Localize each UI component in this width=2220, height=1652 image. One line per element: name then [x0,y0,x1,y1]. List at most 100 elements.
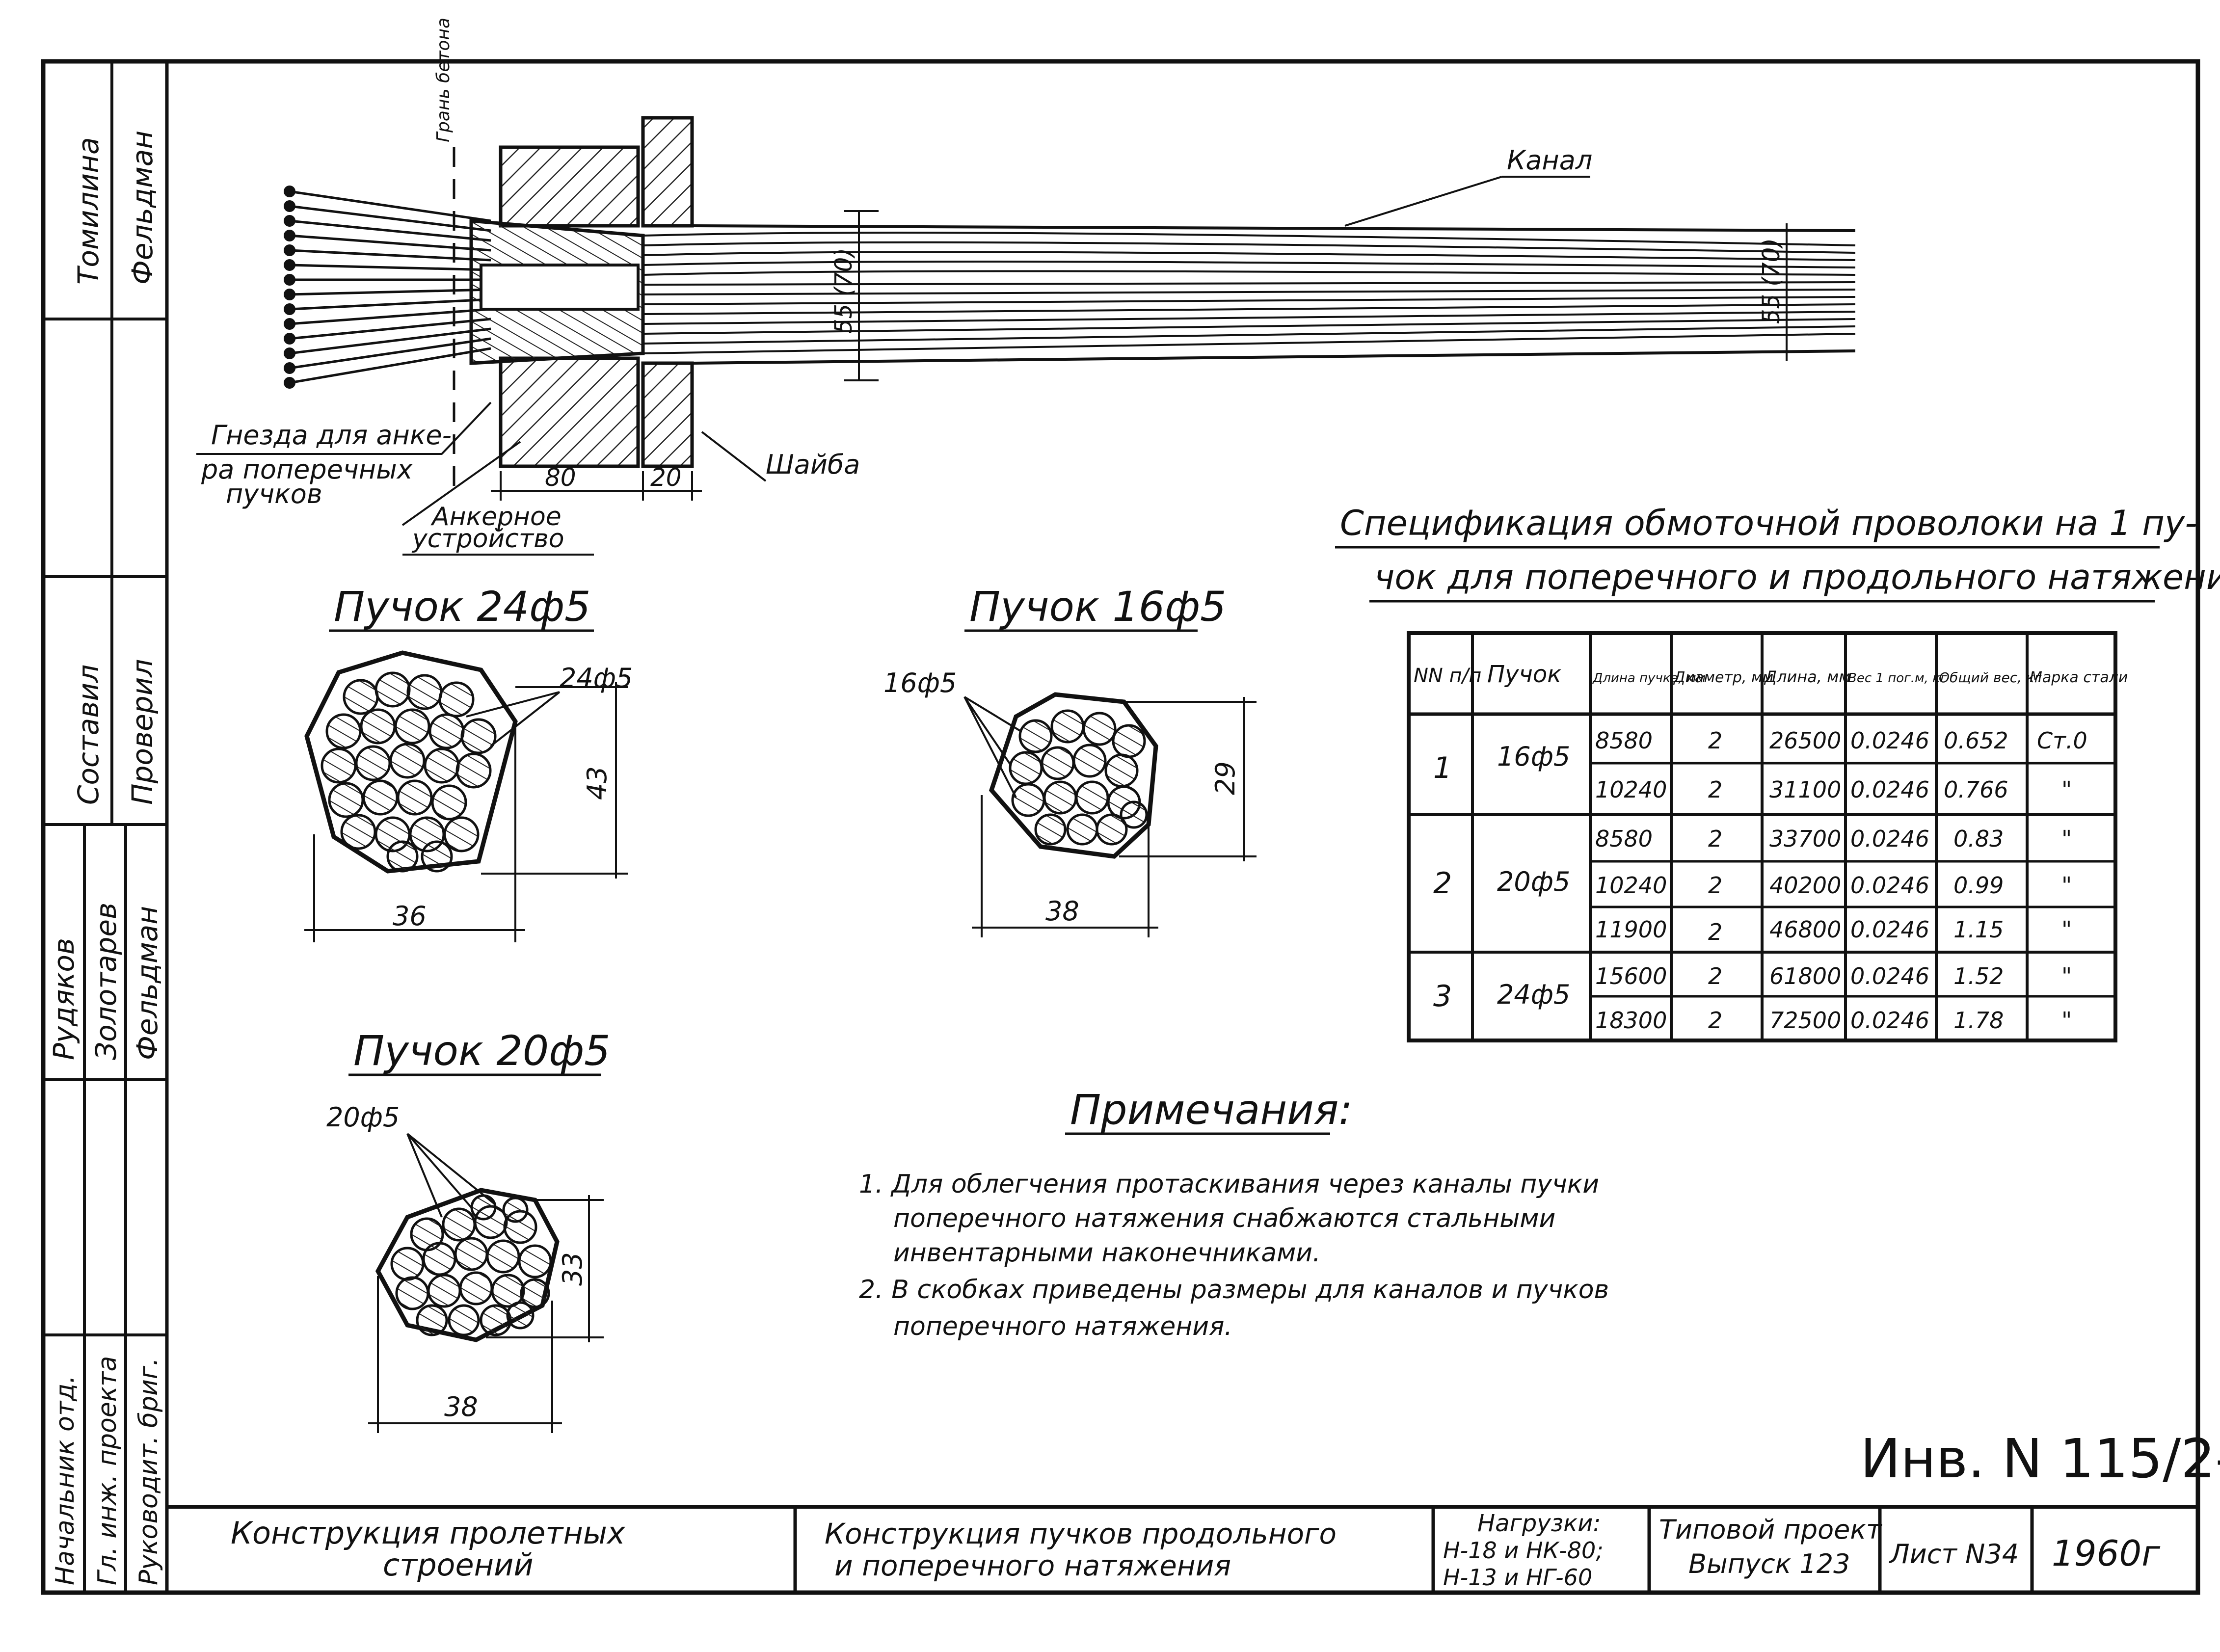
spec-header-weight-per-m: Вес 1 пог.м, кг [1848,671,1947,686]
stamp-role-composed: Составил [72,665,105,805]
label-sockets-2: ра поперечных [201,454,413,485]
cell: 0.0246 [1850,727,1929,754]
spec-header-bundle: Пучок [1487,661,1561,688]
cell: 0.0246 [1850,826,1929,852]
bundle-20-leader-3 [406,1133,497,1206]
label-channel: Канал [1507,145,1592,176]
bundle-20-section: Пучок 20ф5 20ф5 33 38 [326,1027,610,1433]
cell: 15600 [1595,963,1667,989]
spec-group-1-num: 1 [1433,751,1452,785]
dimension-55-left [844,210,879,381]
cell: 18300 [1595,1007,1667,1034]
spec-header-length: Длина, мм [1764,667,1850,686]
bundle-24-leader-2 [490,691,561,747]
bundle-20-height: 33 [557,1252,588,1286]
cell: 31100 [1769,776,1841,803]
bundle-24-dimensions [304,682,628,942]
title-c2-line1: Конструкция пучков продольного [825,1517,1337,1550]
bundle-24-wires [321,671,497,873]
spec-group-3-num: 3 [1433,979,1452,1013]
cell: 8580 [1595,727,1653,754]
notes-section: Примечания: 1. Для облегчения протаскива… [859,1086,1609,1341]
cell: " [2061,1007,2072,1034]
stamp-name-rudyakov: Рудяков [47,938,80,1060]
bundle-16-section: Пучок 16ф5 16ф5 29 38 [883,583,1257,937]
spec-title-line1: Спецификация обмоточной проволоки на 1 п… [1340,503,2197,543]
cell: 2 [1708,1007,1722,1034]
table-row: 15600 2 61800 0.0246 1.52 " [1595,963,2072,989]
cell: 10240 [1595,776,1667,803]
channel-wall-top [692,224,1856,232]
bundle-16-callout: 16ф5 [883,667,957,698]
cell: 2 [1708,826,1722,852]
spec-header-total-weight: Общий вес, кг [1939,669,2042,686]
bundle-24-leader-1 [466,691,560,718]
bundle-16-height: 29 [1210,761,1241,795]
wire-ends [284,186,295,389]
table-row: 10240 2 40200 0.0246 0.99 " [1595,872,2072,899]
title-c1-line2: строений [383,1547,534,1583]
bundle-16-title: Пучок 16ф5 [969,583,1226,631]
spec-group-3-bundle: 24ф5 [1497,979,1570,1010]
title-year: 1960г [2052,1533,2161,1574]
cell: 1.52 [1953,963,2004,989]
cell: 2 [1708,776,1722,803]
bundle-20-wires [390,1194,552,1336]
dim-80: 80 [545,463,576,492]
spec-header-diameter: Диаметр, мм [1673,669,1773,686]
table-row: 10240 2 31100 0.0246 0.766 " [1595,776,2072,803]
bundle-16-dimensions [972,697,1257,937]
cell: 2 [1708,919,1722,945]
stamp-name-tomilina: Томилина [72,137,105,285]
title-c1-line1: Конструкция пролетных [231,1515,626,1551]
spec-header-steel-grade: Марка стали [2030,669,2128,686]
table-row: 8580 2 33700 0.0246 0.83 " [1595,826,2072,852]
spec-title-line2: чок для поперечного и продольного натяже… [1374,557,2220,597]
stamp-role-head-dept: Начальник отд. [51,1375,80,1585]
leader-channel [1344,176,1502,227]
cell: 1.78 [1953,1007,2004,1034]
title-block [167,1505,2198,1593]
label-washer: Шайба [766,449,860,480]
notes-title: Примечания: [1070,1086,1353,1134]
washer-top [641,116,694,228]
bundle-16-leader-1 [963,696,1022,732]
cell: 0.652 [1944,727,2008,754]
label-sockets-3: пучков [226,479,322,509]
stamp-role-brigade-lead: Руководит. бриг. [134,1358,163,1585]
cell: 2 [1708,872,1722,899]
spec-table-grid [1407,631,2117,1042]
title-c2-line2: и поперечного натяжения [834,1549,1231,1582]
title-c4-line2: Выпуск 123 [1688,1548,1850,1579]
channel-wires [642,232,1856,354]
leader-device [401,441,521,526]
bundle-16-leader-3 [963,696,1017,798]
bundle-24-width: 36 [393,901,427,932]
cell: 33700 [1769,826,1841,852]
stamp-name-feldman-2: Фельдман [131,906,164,1060]
note-2-line-1: 2. В скобках приведены размеры для канал… [859,1275,1609,1305]
bundle-24-title: Пучок 24ф5 [334,583,590,631]
cell: 26500 [1769,727,1841,754]
wire-fan [289,190,491,384]
bundle-24-callout: 24ф5 [560,663,633,693]
cell: " [2061,963,2072,989]
cell: 0.0246 [1850,916,1929,943]
anchor-block-top [499,145,640,228]
spec-section: Спецификация обмоточной проволоки на 1 п… [1335,503,2220,1042]
spec-group-1-bundle: 16ф5 [1497,741,1570,772]
bundle-16-leader-2 [963,696,1012,767]
cell: 40200 [1769,872,1841,899]
bundle-24-section: Пучок 24ф5 24ф5 43 36 [304,583,633,942]
label-sockets-1: Гнезда для анке- [211,420,452,451]
title-sheet-number: Лист N34 [1889,1539,2019,1570]
anchor-drawing: 55 (70) 55 (70) Грань бетона Канал Гнезд… [196,18,1856,556]
cell: 0.99 [1953,872,2004,899]
cell: 1.15 [1953,916,2004,943]
cell: 0.83 [1953,826,2004,852]
cell: 0.0246 [1850,963,1929,989]
cell: 61800 [1769,963,1841,989]
leader-sockets [441,401,492,455]
bundle-20-dimensions [368,1195,604,1433]
